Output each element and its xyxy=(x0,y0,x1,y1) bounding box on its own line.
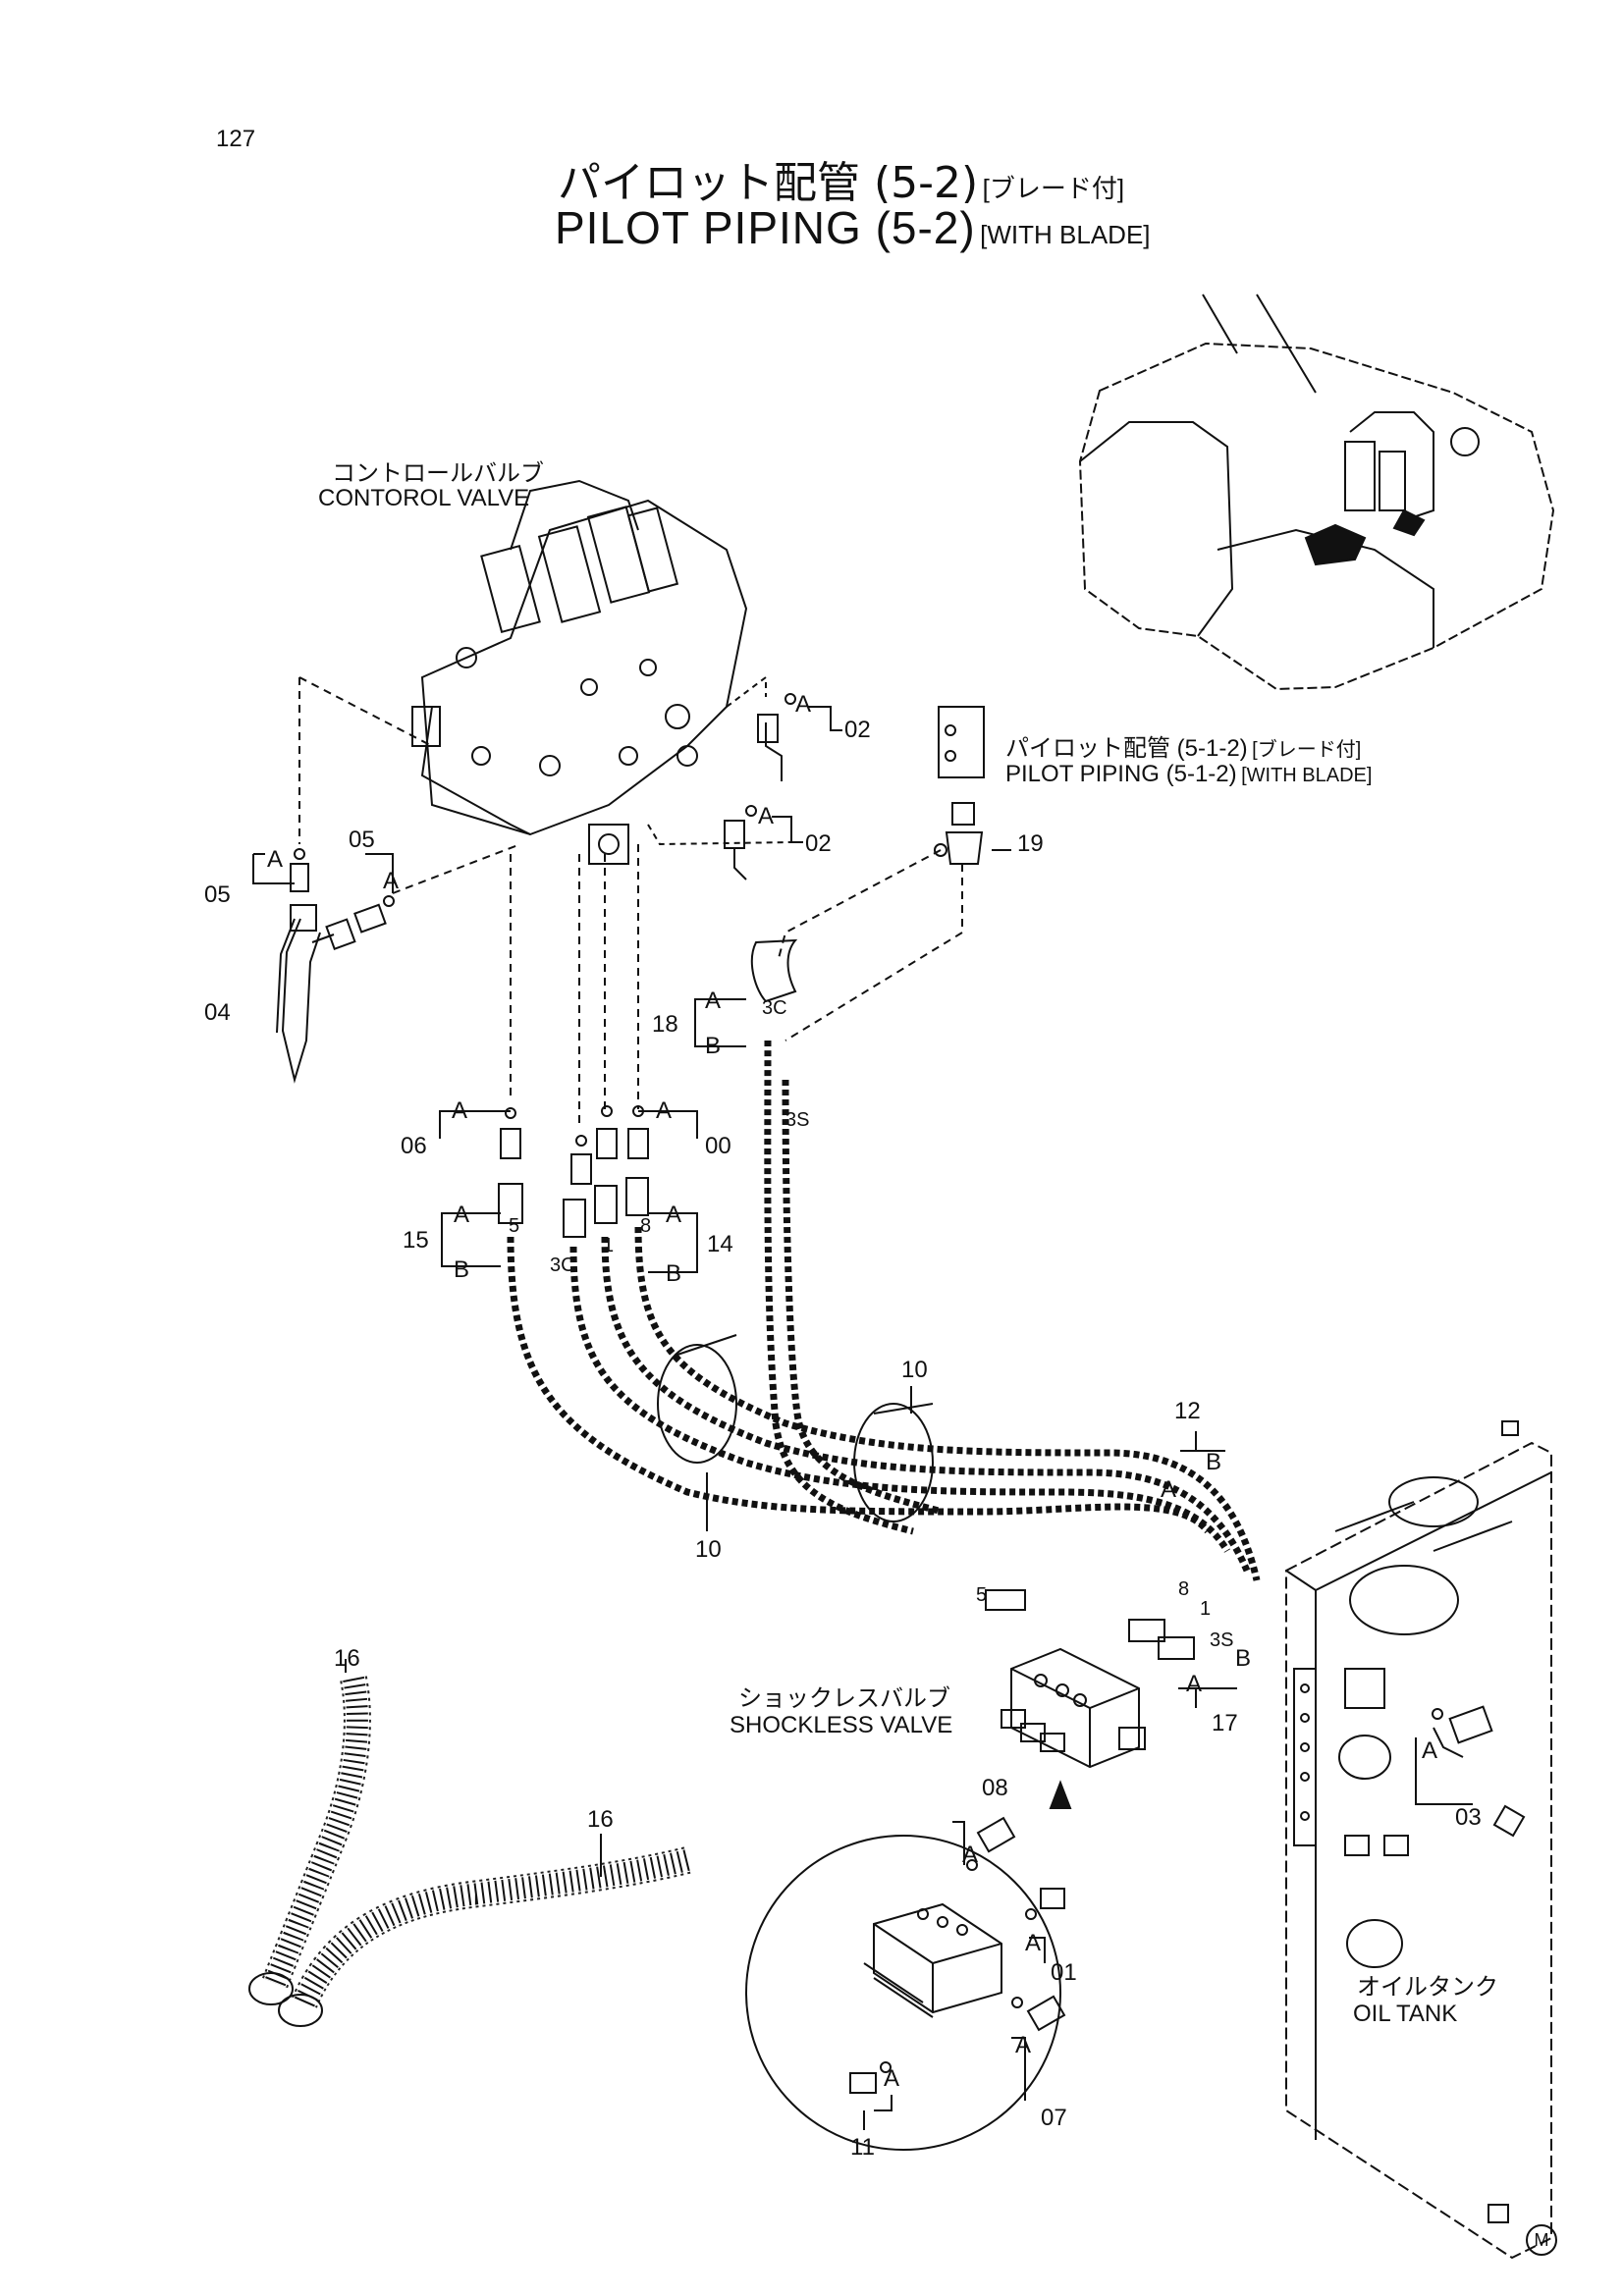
control-valve-assembly xyxy=(412,481,746,864)
ref-label-en: PILOT PIPING (5-1-2) [WITH BLADE] xyxy=(1005,761,1372,788)
title-en-main: PILOT PIPING (5-2) xyxy=(555,202,976,253)
callout-18: 18 xyxy=(652,1011,678,1038)
control-valve-label-en: CONTOROL VALVE xyxy=(318,485,530,511)
letter-a: A xyxy=(1422,1737,1438,1764)
callout-15: 15 xyxy=(403,1227,429,1254)
letter-b: B xyxy=(666,1260,682,1287)
ref-en-tag: [WITH BLADE] xyxy=(1241,765,1373,786)
hose-code: 3S xyxy=(1210,1629,1234,1651)
letter-a: A xyxy=(666,1201,682,1228)
callout-02-upper: 02 xyxy=(844,717,871,743)
shockless-valve xyxy=(986,1590,1194,1808)
shockless-valve-label-jp: ショックレスバルブ xyxy=(738,1685,950,1712)
hose-code: 8 xyxy=(1178,1578,1190,1600)
letter-b: B xyxy=(1235,1645,1252,1672)
tee-fitting-19 xyxy=(752,707,1011,1041)
oil-tank-label-en: OIL TANK xyxy=(1353,2001,1458,2027)
excavator-overview-illustration xyxy=(1080,294,1553,689)
callout-16-upper: 16 xyxy=(334,1645,360,1672)
fitting-row xyxy=(499,1106,648,1237)
letter-a: A xyxy=(1025,1930,1042,1956)
letter-a: A xyxy=(1186,1671,1203,1697)
hose-code: 8 xyxy=(640,1215,652,1237)
letter-a: A xyxy=(383,868,400,894)
hose-code: 3C xyxy=(550,1255,575,1276)
callout-03: 03 xyxy=(1455,1804,1482,1831)
title-jp-tag: [ブレード付] xyxy=(982,174,1125,203)
callout-05-left: 05 xyxy=(204,881,231,908)
control-valve-label-jp: コントロールバルブ xyxy=(332,460,544,487)
leader-lines xyxy=(511,844,638,1129)
callout-00: 00 xyxy=(705,1133,731,1159)
callout-08: 08 xyxy=(982,1775,1008,1801)
callout-01: 01 xyxy=(1051,1959,1077,1986)
letter-a: A xyxy=(454,1201,470,1228)
oil-tank-label-jp: オイルタンク xyxy=(1357,1974,1498,2001)
callout-19: 19 xyxy=(1017,830,1044,857)
callout-05-right: 05 xyxy=(349,827,375,853)
bracket-lines xyxy=(440,999,1473,1804)
callout-10-right: 10 xyxy=(901,1357,928,1383)
hose-code: 5 xyxy=(509,1215,520,1237)
ref-en-main: PILOT PIPING (5-1-2) xyxy=(1005,761,1237,787)
ref-jp-main: パイロット配管 (5-1-2) xyxy=(1005,735,1248,762)
shockless-valve-label-en: SHOCKLESS VALVE xyxy=(730,1712,953,1738)
letter-b: B xyxy=(1206,1449,1222,1475)
letter-a: A xyxy=(267,846,284,873)
hose-04-assembly xyxy=(253,677,520,1080)
ref-label-jp: パイロット配管 (5-1-2) [ブレード付] xyxy=(1005,728,1361,763)
callout-14: 14 xyxy=(707,1231,733,1257)
flexible-hoses-16 xyxy=(249,1659,687,2026)
title-jp-main: パイロット配管 (5-2) xyxy=(558,158,979,208)
oil-tank xyxy=(1286,1421,1551,2258)
callout-07: 07 xyxy=(1041,2105,1067,2131)
callout-04: 04 xyxy=(204,999,231,1026)
letter-a: A xyxy=(795,691,812,718)
hose-code: 3S xyxy=(785,1109,810,1131)
detail-inset-circle xyxy=(746,1818,1064,2150)
ref-jp-tag: [ブレード付] xyxy=(1252,739,1362,761)
letter-b: B xyxy=(454,1256,470,1283)
title-english: PILOT PIPING (5-2) [WITH BLADE] xyxy=(555,201,1151,254)
title-en-tag: [WITH BLADE] xyxy=(980,220,1151,249)
letter-a: A xyxy=(705,988,722,1014)
callout-02-lower: 02 xyxy=(805,830,832,857)
elbow-fittings-02 xyxy=(648,677,842,880)
page-number: 127 xyxy=(216,126,256,152)
hose-clamps-10 xyxy=(658,1335,933,1531)
callout-17: 17 xyxy=(1212,1710,1238,1736)
hose-code: 1 xyxy=(603,1235,615,1256)
hose-code: 5 xyxy=(976,1584,988,1606)
callout-12: 12 xyxy=(1174,1398,1201,1424)
hose-code: 1 xyxy=(1200,1598,1212,1620)
title-japanese: パイロット配管 (5-2) [ブレード付] xyxy=(558,147,1124,210)
pilot-hose-bundle xyxy=(511,1041,1257,1580)
callout-10-left: 10 xyxy=(695,1536,722,1563)
hose-code: 3C xyxy=(762,997,787,1019)
callout-16-lower: 16 xyxy=(587,1806,614,1833)
manufacturer-mark: M xyxy=(1526,2224,1557,2256)
letter-a: A xyxy=(758,803,775,829)
callout-06: 06 xyxy=(401,1133,427,1159)
